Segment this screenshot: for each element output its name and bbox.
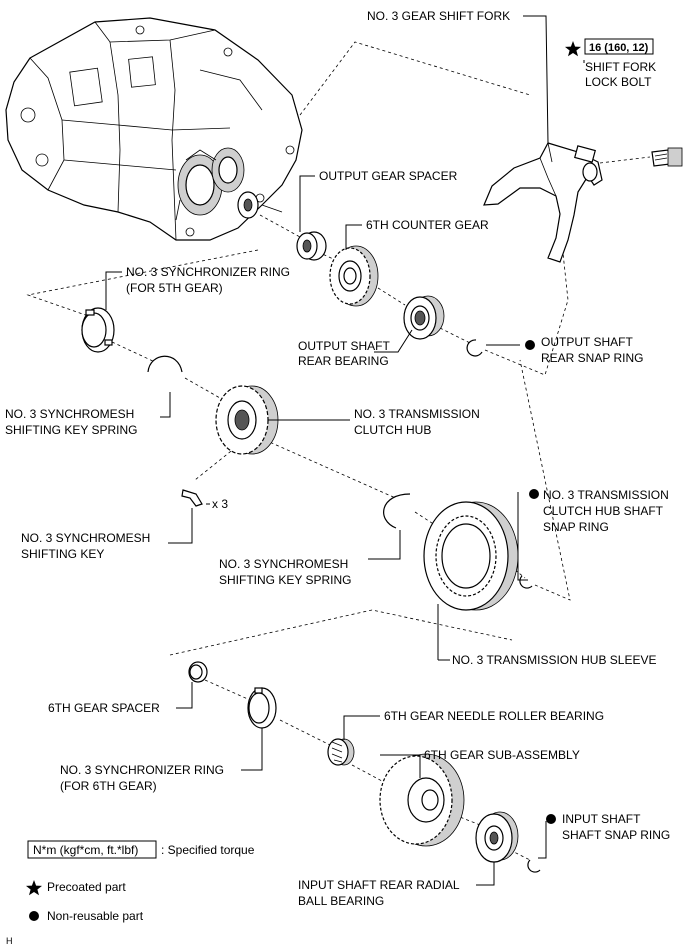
key-qty-label: x 3 — [212, 497, 228, 511]
leader-lines — [105, 15, 585, 886]
output-bearing-part — [403, 295, 445, 340]
clutch-hub-label-2: CLUTCH HUB — [354, 423, 431, 437]
key-spring-a-label-1: NO. 3 SYNCHROMESH — [5, 407, 134, 421]
hub-snap-label-2: CLUTCH HUB SHAFT — [543, 504, 664, 518]
sync-ring-6th-label-2: (FOR 6TH GEAR) — [60, 779, 157, 793]
corner-code: H — [6, 936, 13, 946]
output-bearing-label-2: REAR BEARING — [298, 354, 389, 368]
hub-snap-label-1: NO. 3 TRANSMISSION — [543, 488, 669, 502]
gear6-sub-assembly-part — [379, 753, 465, 847]
output-snap-label-1: OUTPUT SHAFT — [541, 335, 633, 349]
key-spring-a-label-2: SHIFTING KEY SPRING — [5, 423, 137, 437]
lock-bolt-label-2: LOCK BOLT — [585, 75, 652, 89]
input-bearing-label-2: BALL BEARING — [298, 894, 384, 908]
hub-sleeve-label: NO. 3 TRANSMISSION HUB SLEEVE — [452, 653, 657, 667]
shifting-key-label-1: NO. 3 SYNCHROMESH — [21, 531, 150, 545]
output-snap-nonreusable-dot-icon — [525, 340, 535, 350]
output-gear-spacer-label: OUTPUT GEAR SPACER — [319, 169, 458, 183]
counter-gear-label: 6TH COUNTER GEAR — [366, 218, 489, 232]
legend-torque-unit: N*m (kgf*cm, ft.*lbf) — [33, 843, 138, 857]
legend-precoated: Precoated part — [47, 880, 126, 894]
hub-sleeve-part — [423, 501, 519, 611]
legend: N*m (kgf*cm, ft.*lbf) : Specified torque… — [6, 843, 255, 946]
symbols — [26, 38, 654, 921]
hub-snap-label-3: SNAP RING — [543, 520, 609, 534]
hub-snap-ring-part — [519, 575, 533, 589]
hub-snap-nonreusable-dot-icon — [529, 489, 539, 499]
needle-bearing-part — [327, 738, 355, 766]
shift-fork-part — [483, 142, 603, 263]
legend-star-icon — [26, 880, 42, 896]
output-snap-ring-part — [466, 339, 483, 357]
lock-bolt-part — [651, 147, 683, 167]
input-snap-label-2: SHAFT SNAP RING — [562, 828, 670, 842]
counter-gear-part — [329, 245, 379, 307]
input-snap-ring-part — [527, 859, 541, 873]
key-spring-b-label-1: NO. 3 SYNCHROMESH — [219, 557, 348, 571]
legend-non-reusable: Non-reusable part — [47, 909, 144, 923]
sync-ring-5th-label-2: (FOR 5TH GEAR) — [126, 281, 223, 295]
clutch-hub-label-1: NO. 3 TRANSMISSION — [354, 407, 480, 421]
needle-bearing-label: 6TH GEAR NEEDLE ROLLER BEARING — [384, 709, 604, 723]
output-bearing-label-1: OUTPUT SHAFT — [298, 339, 390, 353]
part-labels: NO. 3 GEAR SHIFT FORK 16 (160, 12) SHIFT… — [5, 9, 670, 908]
sync-ring-6th-label-1: NO. 3 SYNCHRONIZER RING — [60, 763, 224, 777]
clutch-hub-part — [215, 385, 279, 455]
torque-box — [584, 38, 654, 55]
torque-value-label: 16 (160, 12) — [589, 42, 649, 54]
gear6-sub-label: 6TH GEAR SUB-ASSEMBLY — [424, 748, 580, 762]
key-spring-b-label-2: SHIFTING KEY SPRING — [219, 573, 351, 587]
sync-ring-6th-part — [247, 687, 277, 729]
output-gear-spacer-part — [296, 231, 327, 261]
sync-ring-5th-label-1: NO. 3 SYNCHRONIZER RING — [126, 265, 290, 279]
input-bearing-label-1: INPUT SHAFT REAR RADIAL — [298, 878, 460, 892]
shifting-key-part — [181, 489, 203, 507]
key-spring-b-part — [383, 493, 411, 529]
input-snap-label-1: INPUT SHAFT — [562, 812, 641, 826]
output-snap-label-2: REAR SNAP RING — [541, 351, 643, 365]
gear6-spacer-label: 6TH GEAR SPACER — [48, 701, 160, 715]
input-snap-nonreusable-dot-icon — [546, 814, 556, 824]
lock-bolt-label-1: SHIFT FORK — [585, 60, 656, 74]
legend-dot-icon — [29, 911, 39, 921]
shift-fork-label: NO. 3 GEAR SHIFT FORK — [367, 9, 510, 23]
gear6-spacer-part — [188, 661, 208, 683]
legend-torque-box — [27, 840, 157, 859]
input-bearing-part — [475, 811, 519, 863]
key-spring-a-part — [147, 355, 183, 373]
precoated-star-icon — [565, 41, 581, 57]
legend-torque-desc: : Specified torque — [161, 843, 255, 857]
shifting-key-label-2: SHIFTING KEY — [21, 547, 104, 561]
transmission-housing-illustration — [5, 17, 303, 241]
sync-ring-5th-part — [81, 307, 115, 353]
